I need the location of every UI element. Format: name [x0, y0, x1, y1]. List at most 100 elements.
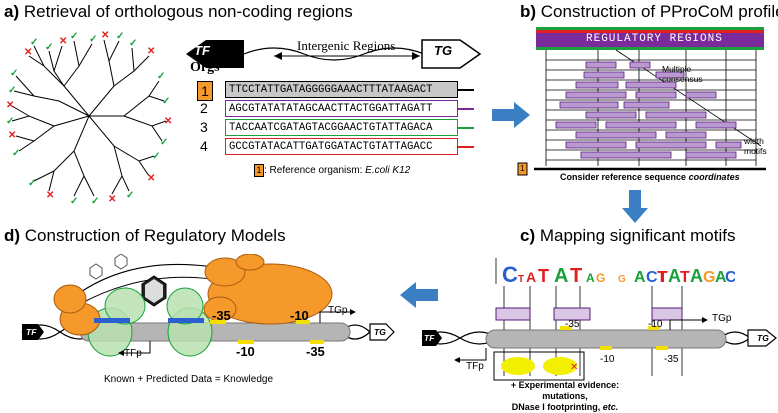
- minus35-top-d: -35: [212, 308, 231, 323]
- evidence-line-2-text: DNase I footprinting,: [511, 402, 603, 412]
- svg-text:A: A: [526, 269, 536, 285]
- org-3-number: 3: [200, 119, 208, 135]
- tg-label-d: TG: [374, 327, 386, 337]
- svg-text:✓: ✓: [10, 68, 18, 79]
- minus10-bottom-c: -10: [600, 354, 615, 365]
- org-4-number: 4: [200, 138, 208, 154]
- svg-text:✓: ✓: [157, 71, 165, 82]
- tgp-label-c: TGp: [712, 313, 732, 324]
- consider-coordinates-label: Consider reference sequence coordinates: [560, 172, 740, 182]
- ref-badge-b: 1: [520, 163, 525, 173]
- tg-label-a: TG: [434, 43, 453, 58]
- svg-text:A: A: [668, 266, 681, 286]
- panel-d-title: d) Construction of Regulatory Models: [4, 226, 286, 246]
- intergenic-arrow: [186, 39, 482, 69]
- ref-badge-a: 1: [254, 164, 264, 177]
- svg-text:✓: ✓: [89, 34, 97, 45]
- svg-text:A: A: [634, 269, 646, 286]
- motifs-label: motifs: [744, 146, 767, 156]
- svg-text:✕: ✕: [147, 46, 155, 57]
- regulatory-regions-label: REGULATORY REGIONS: [586, 33, 723, 45]
- panel-b-letter: b): [520, 2, 537, 21]
- evidence-etc: etc.: [602, 402, 619, 412]
- org-2-number: 2: [200, 100, 208, 116]
- svg-text:✓: ✓: [152, 151, 160, 162]
- org-2-sequence: AGCGTATATATAGCAACTTACTGGATTAGATT: [225, 100, 458, 117]
- svg-text:✓: ✓: [30, 37, 38, 48]
- svg-text:✓: ✓: [129, 38, 137, 49]
- knowledge-label: Known + Predicted Data = Knowledge: [104, 374, 273, 385]
- coordinates-text: coordinates: [688, 172, 740, 182]
- org-3-sequence: TACCAATCGATAGTACGGAACTGTATTAGACA: [225, 119, 458, 136]
- svg-text:✓: ✓: [70, 196, 78, 206]
- svg-text:✕: ✕: [24, 47, 32, 58]
- svg-text:✓: ✓: [116, 31, 124, 42]
- panel-a-title-text: Retrieval of orthologous non-coding regi…: [23, 2, 353, 21]
- org-1-sequence: TTCCTATTGATAGGGGGAAACTTTATAAGACT: [225, 81, 458, 98]
- tf-label-a: TF: [194, 43, 210, 58]
- svg-text:✓: ✓: [126, 190, 134, 201]
- tgp-label-d: TGp: [328, 305, 348, 316]
- svg-text:T: T: [570, 265, 582, 287]
- width-label: width: [744, 136, 764, 146]
- svg-text:✓: ✓: [160, 137, 168, 148]
- sequence-logo-tail: T A T A G A C: [657, 266, 735, 286]
- svg-text:✓: ✓: [91, 196, 99, 206]
- tfp-label-c: TFp: [466, 361, 484, 372]
- org-4-sequence: GCCGTATACATTGATGGATACTGTATTAGACC: [225, 138, 458, 155]
- regulatory-model: [21, 254, 395, 357]
- svg-text:A: A: [554, 265, 568, 287]
- svg-text:T: T: [518, 274, 524, 285]
- svg-text:✕: ✕: [108, 194, 116, 205]
- tf-label-c: TF: [424, 333, 435, 343]
- svg-text:C: C: [502, 262, 518, 287]
- orgs-label: Orgs: [190, 60, 220, 75]
- svg-text:A: A: [690, 266, 703, 286]
- panel-d-letter: d): [4, 226, 21, 245]
- svg-text:C: C: [646, 269, 658, 286]
- minus10-top-d: -10: [290, 308, 309, 323]
- svg-text:✕: ✕: [570, 362, 578, 373]
- svg-text:✓: ✓: [28, 178, 36, 189]
- panel-c-promoter: ✕: [421, 286, 777, 381]
- svg-text:G: G: [618, 274, 626, 285]
- svg-text:✓: ✓: [45, 42, 53, 53]
- svg-text:✕: ✕: [101, 30, 109, 41]
- svg-text:✕: ✕: [46, 190, 54, 201]
- org-3-line: [458, 127, 474, 129]
- org-1-number: 1: [197, 81, 213, 101]
- svg-text:T: T: [657, 269, 667, 286]
- svg-text:T: T: [680, 269, 690, 286]
- panel-a-letter: a): [4, 2, 20, 21]
- svg-text:✓: ✓: [6, 116, 14, 127]
- org-4-line: [458, 146, 474, 148]
- arrow-b-to-c: [622, 190, 648, 223]
- svg-text:✕: ✕: [8, 130, 16, 141]
- tfp-label-d: TFp: [124, 348, 142, 359]
- svg-text:G: G: [703, 269, 715, 286]
- tf-label-d: TF: [26, 327, 37, 337]
- org-1-line: [458, 89, 474, 91]
- panel-a-title: a) Retrieval of orthologous non-coding r…: [4, 2, 353, 22]
- consider-text: Consider reference sequence: [560, 172, 689, 182]
- minus10-bottom-d: -10: [236, 344, 255, 359]
- minus35-top-c: -35: [565, 319, 580, 330]
- minus35-bottom-c: -35: [664, 354, 679, 365]
- svg-text:✓: ✓: [12, 148, 20, 159]
- arrow-c-to-d: [400, 282, 438, 308]
- arrow-a-to-b: [492, 102, 530, 128]
- svg-text:✓: ✓: [162, 96, 170, 107]
- svg-text:A: A: [715, 269, 727, 286]
- svg-text:✕: ✕: [147, 173, 155, 184]
- minus35-bottom-d: -35: [306, 344, 325, 359]
- minus10-top-c: -10: [648, 319, 663, 330]
- panel-c-title-text: Mapping significant motifs: [539, 226, 736, 245]
- intergenic-label: Intergenic Regions: [297, 38, 396, 53]
- phylogenetic-tree: ✕ ✓ ✓ ✕ ✓ ✓ ✕ ✓ ✓ ✕ ✓ ✓ ✕ ✓ ✓ ✕ ✓ ✕ ✓ ✓ …: [6, 30, 172, 206]
- svg-text:✓: ✓: [8, 85, 16, 96]
- panel-b-title-text: Construction of PProCoM profile: [540, 2, 778, 21]
- reference-organism-note: 1: Reference organism: E.coli K12: [254, 164, 410, 177]
- svg-text:✕: ✕: [6, 100, 14, 111]
- tg-label-c: TG: [757, 333, 769, 343]
- svg-text:✕: ✕: [59, 36, 67, 47]
